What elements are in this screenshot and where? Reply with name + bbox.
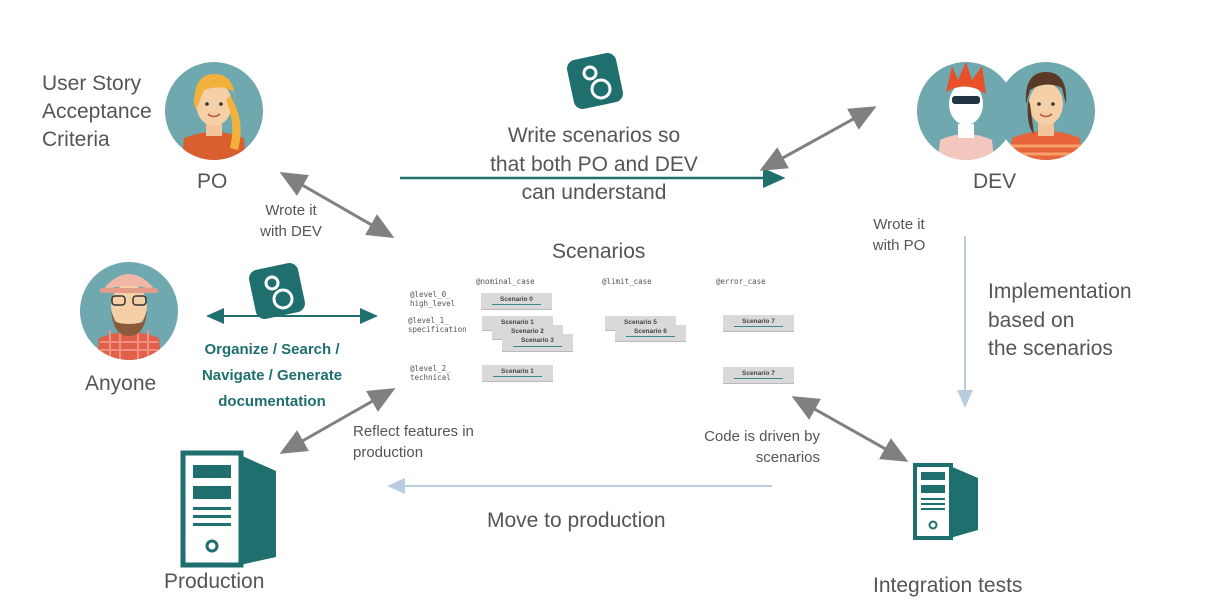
scenario-card-label: Scenario 7 [742, 318, 775, 325]
write-scenarios-line3: can understand [521, 181, 667, 204]
row-level-1-a: @level_1_ [408, 316, 449, 325]
implementation-line1: Implementation [988, 280, 1132, 303]
user-story-line3: Criteria [42, 128, 110, 151]
implementation-text: Implementation based on the scenarios [988, 278, 1132, 364]
row-level-2: @level_2_ technical [410, 364, 451, 382]
scenarios-title: Scenarios [552, 240, 646, 263]
implementation-line2: based on [988, 308, 1075, 332]
anyone-actions-text: Organize / Search / Navigate / Generate … [190, 337, 354, 415]
dev-wrote-note: Wrote it with PO [864, 214, 934, 256]
scenario-card[interactable]: Scenario 6 [615, 325, 686, 342]
arrow-po-scenarios [279, 172, 395, 238]
scenario-card-label: Scenario 1 [501, 368, 534, 375]
write-scenarios-line2: that both PO and DEV [490, 152, 698, 176]
dev-wrote-line1: Wrote it [873, 216, 925, 233]
row-level-1: @level_1_ specification [408, 316, 467, 334]
reflect-line2: production [353, 444, 424, 461]
reflect-line1: Reflect features in [353, 423, 474, 440]
row-level-0-b: high_level [410, 299, 456, 308]
integration-label: Integration tests [873, 574, 1023, 597]
scenario-card[interactable]: Scenario 1 [482, 365, 553, 382]
scenario-card-label: Scenario 6 [634, 328, 667, 335]
scenario-card-label: Scenario 2 [511, 328, 544, 335]
arrow-dev-write [759, 106, 877, 171]
col-error-case: @error_case [716, 277, 766, 286]
scenario-card[interactable]: Scenario 3 [502, 334, 573, 352]
dev-wrote-line2: with PO [872, 237, 926, 254]
scenario-card-label: Scenario 3 [521, 337, 554, 344]
row-level-0-a: @level_0_ [410, 290, 451, 299]
po-wrote-note: Wrote it with DEV [256, 200, 326, 242]
scenario-card-label: Scenario 5 [624, 319, 657, 326]
write-scenarios-line1: Write scenarios so [507, 124, 681, 147]
row-level-2-b: technical [410, 373, 451, 382]
user-story-line2: Acceptance [42, 100, 152, 123]
code-driven-line2: scenarios [755, 449, 820, 466]
po-label: PO [197, 170, 228, 193]
anyone-actions-line1: Organize / Search / [204, 341, 340, 358]
row-level-2-a: @level_2_ [410, 364, 451, 373]
scenario-card-label: Scenario 1 [501, 319, 534, 326]
production-label: Production [164, 570, 265, 593]
scenario-card[interactable]: Scenario 7 [723, 315, 794, 332]
scenario-card-label: Scenario 7 [742, 370, 775, 377]
code-driven-text: Code is driven by scenarios [680, 426, 820, 468]
row-level-0: @level_0_ high_level [410, 290, 455, 308]
reflect-text: Reflect features in production [353, 421, 474, 463]
scenario-card-label: Scenario 0 [500, 296, 533, 303]
dev-label: DEV [973, 170, 1017, 193]
anyone-label: Anyone [85, 372, 157, 395]
arrow-scenarios-integration [791, 396, 909, 462]
user-story-line1: User Story [42, 72, 142, 95]
anyone-actions-line3: documentation [218, 393, 326, 410]
scenario-card[interactable]: Scenario 0 [481, 293, 552, 310]
implementation-line3: the scenarios [988, 337, 1113, 360]
write-scenarios-text: Write scenarios so that both PO and DEV … [474, 122, 714, 208]
user-story-text: User Story Acceptance Criteria [42, 70, 152, 154]
anyone-actions-line2: Navigate / Generate [201, 367, 343, 384]
col-nominal-case: @nominal_case [476, 277, 535, 286]
arrow-scenarios-production [279, 388, 396, 454]
po-wrote-line2: with DEV [260, 223, 322, 240]
col-limit-case: @limit_case [602, 277, 652, 286]
scenario-card[interactable]: Scenario 7 [723, 367, 794, 384]
code-driven-line1: Code is driven by [704, 428, 820, 445]
move-to-production-text: Move to production [487, 509, 666, 532]
po-wrote-line1: Wrote it [265, 202, 317, 219]
row-level-1-b: specification [408, 325, 467, 334]
